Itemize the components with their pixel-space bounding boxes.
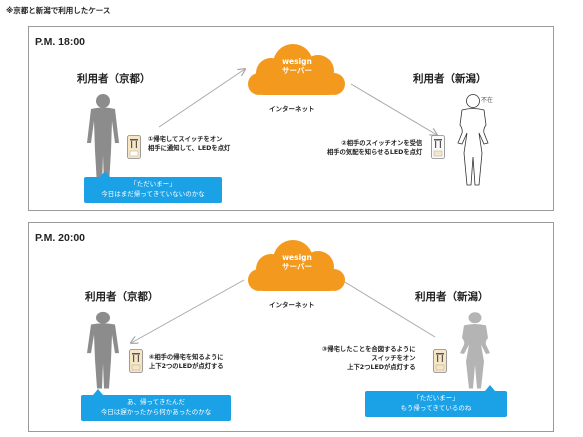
arrow-server-to-kyoto — [29, 279, 245, 431]
internet-caption: インターネット — [269, 105, 315, 113]
speech-bubble-kyoto: あ、帰ってきたんだ 今日は遅かったから何かあったのかな — [81, 389, 231, 421]
step-2-line-2: 相手の気配を知らせるLEDを点灯 — [327, 149, 423, 157]
away-label: 不在 — [481, 97, 494, 104]
step-3-line-1: ③帰宅したことを合図するように — [322, 346, 416, 353]
person-niigata-icon — [460, 312, 490, 389]
person-kyoto-icon — [87, 311, 119, 389]
bubble-line-2: もう帰ってきているのね — [400, 403, 472, 412]
bubble-line-2: 今日はまだ帰ってきていないのかな — [101, 189, 205, 198]
bubble-line-2: 今日は遅かったから何かあったのかな — [100, 407, 212, 416]
server-brand: wesign — [282, 253, 312, 262]
step-1-line-1: ①帰宅してスイッチをオン — [148, 136, 223, 143]
user-kyoto-label: 利用者（京都） — [85, 291, 159, 303]
user-niigata-label: 利用者（新潟） — [413, 73, 487, 85]
internet-caption: インターネット — [269, 301, 315, 309]
arrow-kyoto-to-server — [158, 27, 553, 128]
person-niigata-absent-icon — [457, 94, 489, 186]
cloud-server-icon — [248, 240, 345, 291]
step-4-line-2: 上下2つのLEDが点灯する — [149, 363, 224, 371]
bubble-tail — [93, 389, 103, 395]
server-brand: wesign — [282, 57, 312, 66]
step-1-text: ①帰宅してスイッチをオン 相手に通知して、LEDを点灯 — [148, 135, 230, 153]
person-kyoto-icon — [87, 94, 119, 185]
switch-device-icon — [127, 135, 141, 159]
speech-bubble-niigata: 「ただいまー」 もう帰ってきているのね — [365, 385, 507, 417]
bubble-tail — [485, 385, 495, 391]
server-name: サーバー — [282, 261, 312, 271]
server-label: wesign サーバー — [267, 253, 327, 271]
step-4-line-1: ④相手の帰宅を知るように — [149, 354, 224, 361]
step-3-text: ③帰宅したことを合図するように スイッチをオン 上下2つLEDが点灯する — [322, 345, 416, 372]
bubble-line-1: 「ただいまー」 — [413, 394, 459, 402]
panel-evening-1800: P.M. 18:00 wesign サーバー インターネット — [28, 26, 554, 211]
server-label: wesign サーバー — [267, 57, 327, 75]
speech-bubble-kyoto: 「ただいまー」 今日はまだ帰ってきていないのかな — [84, 171, 222, 203]
bubble-line-1: 「ただいまー」 — [130, 180, 176, 188]
bubble-line-1: あ、帰ってきたんだ — [127, 398, 185, 406]
switch-device-icon — [433, 349, 447, 373]
page-heading: ※京都と新潟で利用したケース — [6, 6, 111, 15]
arrow-niigata-to-server — [29, 223, 436, 338]
cloud-server-icon — [248, 44, 345, 95]
bubble-tail — [100, 171, 110, 177]
panel-time: P.M. 18:00 — [35, 36, 86, 48]
step-2-text: ②相手のスイッチオンを受信 相手の気配を知らせるLEDを点灯 — [327, 139, 422, 157]
panel-time: P.M. 20:00 — [35, 232, 86, 244]
user-niigata-label: 利用者（新潟） — [415, 291, 489, 303]
panel-night-2000: P.M. 20:00 wesign サーバー インターネット — [28, 222, 554, 432]
step-2-line-1: ②相手のスイッチオンを受信 — [341, 140, 423, 147]
server-name: サーバー — [282, 65, 312, 75]
step-3-line-3: 上下2つLEDが点灯する — [347, 364, 416, 372]
user-kyoto-label: 利用者（京都） — [77, 73, 151, 85]
step-3-line-2: スイッチをオン — [371, 355, 416, 363]
switch-device-icon — [431, 135, 445, 159]
step-1-line-2: 相手に通知して、LEDを点灯 — [148, 145, 231, 153]
switch-device-icon — [129, 349, 143, 373]
arrow-server-to-niigata — [350, 83, 553, 210]
step-4-text: ④相手の帰宅を知るように 上下2つのLEDが点灯する — [149, 353, 224, 371]
